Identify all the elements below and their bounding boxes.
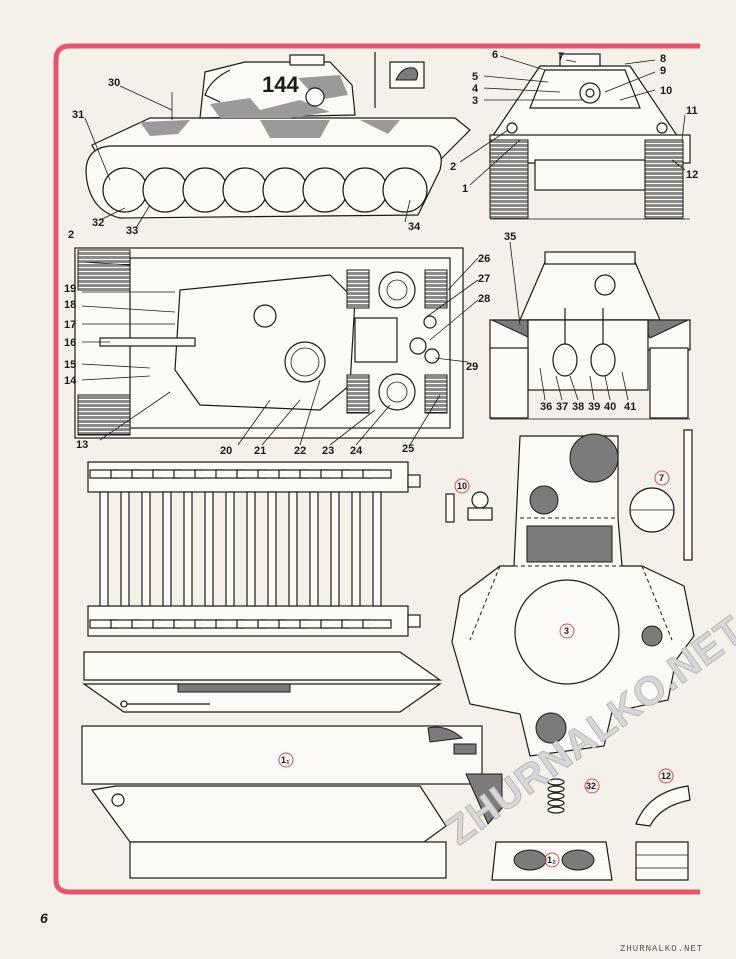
top-view: 2 19 18 17 16 15 14 13 20 21 22 23 24 25… — [64, 229, 490, 457]
road-wheel — [342, 167, 388, 213]
callout-34: 34 — [408, 221, 421, 233]
callout-19: 19 — [64, 283, 76, 295]
callout-39: 39 — [588, 401, 600, 413]
part-10-label: 10 — [457, 481, 467, 491]
torsion-bar — [141, 491, 151, 607]
torsion-bar — [330, 491, 340, 607]
callout-26: 26 — [478, 253, 490, 265]
fender-strips — [82, 651, 442, 713]
callout-25: 25 — [402, 443, 414, 455]
part-7-disc: 7 — [629, 429, 693, 561]
callout-2-front: 2 — [450, 161, 456, 173]
spring-coil — [547, 806, 565, 814]
road-wheel — [102, 167, 148, 213]
part-12-label: 12 — [661, 771, 671, 781]
callout-24: 24 — [350, 445, 363, 457]
part-3-net: 3 — [451, 433, 695, 757]
spring-coil — [547, 799, 565, 807]
road-wheel — [222, 167, 268, 213]
road-wheel — [182, 167, 228, 213]
part-12-fender: 12 — [635, 768, 691, 827]
torsion-bar — [183, 491, 193, 607]
part-7-label: 7 — [659, 473, 664, 483]
callout-21: 21 — [254, 445, 266, 457]
callout-18: 18 — [64, 299, 76, 311]
spring-coil — [547, 792, 565, 800]
suspension-plan — [87, 461, 421, 637]
tank-number: 144 — [262, 72, 299, 97]
callout-38: 38 — [572, 401, 584, 413]
callout-11: 11 — [686, 105, 698, 117]
part-3-label: 3 — [564, 626, 569, 636]
callout-10: 10 — [660, 85, 672, 97]
callout-33: 33 — [126, 225, 138, 237]
callout-40: 40 — [604, 401, 616, 413]
hull-side-plate — [90, 785, 447, 879]
track-link — [362, 469, 392, 479]
part-1-1-label: 1₁ — [281, 755, 290, 765]
torsion-bar — [267, 491, 277, 607]
callout-41: 41 — [624, 401, 636, 413]
callout-22: 22 — [294, 445, 306, 457]
torsion-bar — [309, 491, 319, 607]
torsion-bar — [99, 491, 109, 607]
callout-8: 8 — [660, 53, 666, 65]
road-wheel — [262, 167, 308, 213]
page-frame — [53, 43, 700, 895]
side-view: 144 30 31 32 33 34 — [72, 52, 471, 237]
spring-coil — [547, 785, 565, 793]
page-number: 6 — [40, 910, 48, 926]
callout-15: 15 — [64, 359, 76, 371]
callout-13: 13 — [76, 439, 88, 451]
callout-27: 27 — [478, 273, 490, 285]
torsion-bar — [162, 491, 172, 607]
callout-37: 37 — [556, 401, 568, 413]
road-wheel — [382, 167, 428, 213]
part-grille — [635, 841, 689, 881]
callout-3: 3 — [472, 95, 478, 107]
callout-6: 6 — [492, 49, 498, 61]
callout-4: 4 — [472, 83, 479, 95]
front-view: 6 7 8 5 4 3 9 10 11 12 2 1 — [450, 49, 698, 220]
callout-23: 23 — [322, 445, 334, 457]
site-label: ZHURNALKO.NET — [620, 944, 704, 954]
part-32-springs: 32 — [547, 778, 600, 814]
torsion-bar — [288, 491, 298, 607]
torsion-bar — [120, 491, 130, 607]
torsion-bar — [372, 491, 382, 607]
rear-view: 35 36 37 38 39 40 41 — [489, 231, 691, 420]
callout-14: 14 — [64, 375, 77, 387]
track-link — [362, 619, 392, 629]
callout-7: 7 — [558, 51, 564, 63]
callout-1: 1 — [462, 183, 468, 195]
callout-31: 31 — [72, 109, 84, 121]
callout-12: 12 — [686, 169, 698, 181]
part-1-1-strip: 1₁ — [81, 725, 503, 825]
part-10-bracket: 10 — [445, 478, 493, 523]
callout-32: 32 — [92, 217, 104, 229]
callout-9: 9 — [660, 65, 666, 77]
torsion-bar — [204, 491, 214, 607]
callout-16: 16 — [64, 337, 76, 349]
torsion-bar — [351, 491, 361, 607]
spring-coil — [547, 778, 565, 786]
part-1-2-plate: 1₂ — [491, 841, 613, 881]
callout-36: 36 — [540, 401, 552, 413]
callout-2-top: 2 — [68, 229, 74, 241]
callout-28: 28 — [478, 293, 490, 305]
callout-5: 5 — [472, 71, 478, 83]
callout-29: 29 — [466, 361, 478, 373]
torsion-bar — [246, 491, 256, 607]
callout-30: 30 — [108, 77, 120, 89]
part-32-label: 32 — [586, 781, 596, 791]
road-wheel — [302, 167, 348, 213]
callout-20: 20 — [220, 445, 232, 457]
callout-35: 35 — [504, 231, 516, 243]
callout-17: 17 — [64, 319, 76, 331]
part-1-2-label: 1₂ — [547, 855, 556, 865]
torsion-bar — [225, 491, 235, 607]
